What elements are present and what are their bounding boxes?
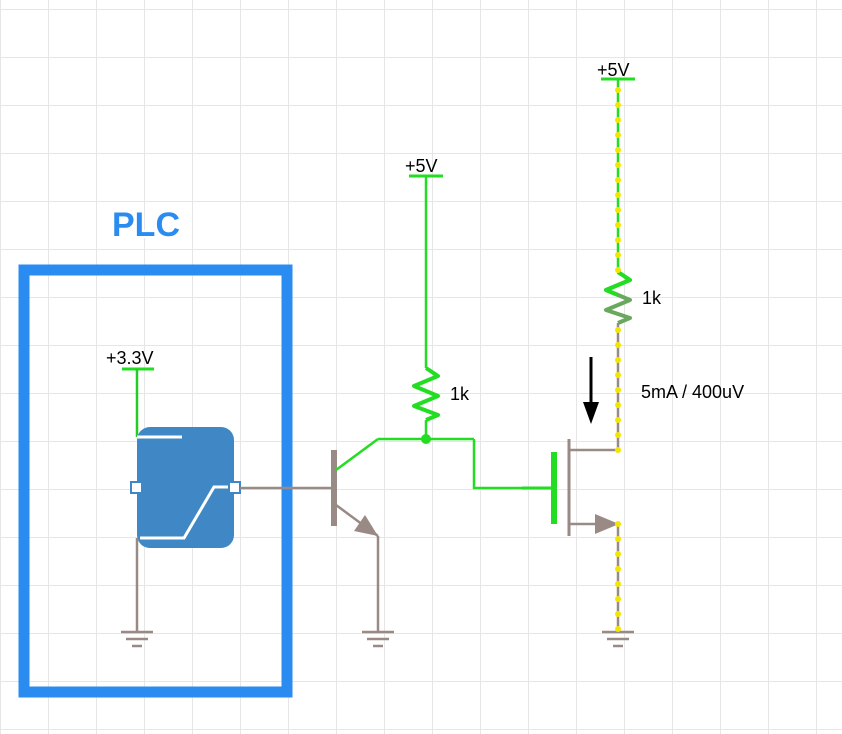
current-dot: [615, 252, 621, 258]
current-dot: [615, 432, 621, 438]
current-dot: [615, 372, 621, 378]
bjt-ground-symbol: [362, 630, 394, 648]
load-resistor-top-half: [604, 270, 632, 297]
plc-ground-symbol: [121, 630, 153, 648]
mosfet-gate-wire: [472, 439, 522, 490]
plc-frame[interactable]: [18, 264, 293, 698]
current-dot: [615, 162, 621, 168]
current-dot: [615, 521, 621, 527]
plc-switch-terminal-left: [130, 481, 143, 494]
bjt-emitter-arrow: [354, 515, 378, 536]
current-dot: [615, 611, 621, 617]
current-dot: [615, 327, 621, 333]
bjt-pullup-resistor-label: 1k: [450, 384, 470, 404]
plc-title: PLC: [112, 206, 180, 244]
current-reading-label: 5mA / 400uV: [641, 382, 744, 402]
load-resistor-label: 1k: [642, 288, 662, 308]
mosfet-supply-label: +5V: [597, 60, 630, 80]
current-dot: [615, 192, 621, 198]
current-dot: [615, 177, 621, 183]
plc-supply-label: +3.3V: [106, 348, 154, 368]
bjt-collector: [335, 437, 379, 472]
current-dot: [615, 117, 621, 123]
current-dot: [615, 222, 621, 228]
current-dot: [615, 402, 621, 408]
bjt-pullup-resistor[interactable]: [412, 366, 440, 422]
current-dot: [615, 207, 621, 213]
plc-switch-lever: [140, 485, 232, 540]
mosfet-ground-symbol: [602, 630, 634, 648]
current-dot: [615, 417, 621, 423]
current-dot: [615, 132, 621, 138]
current-dot: [615, 147, 621, 153]
current-dot: [615, 551, 621, 557]
mosfet-source-arrow: [595, 514, 619, 534]
current-dot: [615, 581, 621, 587]
current-dot: [615, 267, 621, 273]
current-dot: [615, 596, 621, 602]
current-dot: [615, 566, 621, 572]
current-dot: [615, 342, 621, 348]
bjt-supply-label: +5V: [405, 156, 438, 176]
current-dot: [615, 447, 621, 453]
current-dot: [615, 536, 621, 542]
plc-switch-terminal-right: [228, 481, 241, 494]
current-dot: [615, 87, 621, 93]
current-dot: [615, 387, 621, 393]
current-dot: [615, 102, 621, 108]
current-dot: [615, 237, 621, 243]
current-dot: [615, 357, 621, 363]
current-flow-dots: [615, 87, 621, 632]
current-arrow-icon: [583, 402, 599, 424]
current-dot: [615, 626, 621, 632]
plc-switch-body[interactable]: [137, 427, 234, 548]
